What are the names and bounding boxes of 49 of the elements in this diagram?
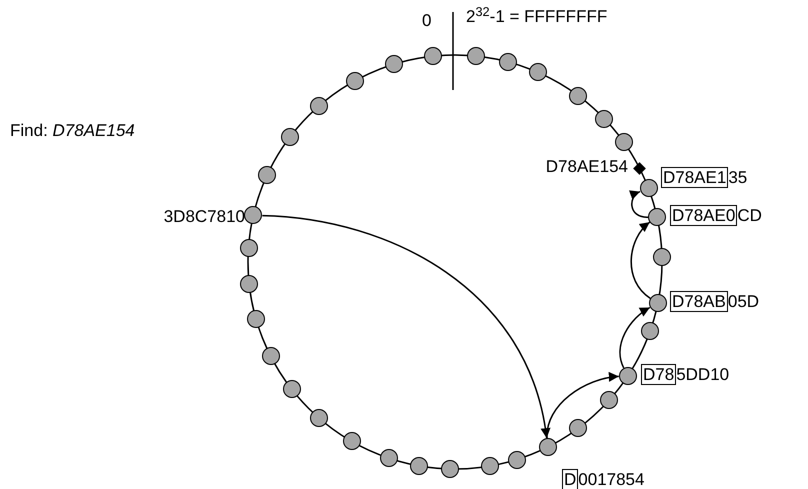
ring-node <box>529 63 548 82</box>
ring-node <box>499 52 518 71</box>
ring-node <box>262 346 280 365</box>
ring-node <box>648 208 666 226</box>
ring-node <box>569 86 588 105</box>
ring-node <box>244 206 262 224</box>
arrow <box>619 306 650 368</box>
node-label: D78AB05D <box>670 292 760 312</box>
ring-node <box>240 274 258 293</box>
ring-node <box>569 419 588 438</box>
ring-node <box>640 179 658 198</box>
ring-node <box>641 322 659 340</box>
arrow <box>628 190 648 218</box>
ring-node <box>595 110 614 128</box>
node-label: D78AE0CD <box>670 206 762 226</box>
node-label: D0017854 <box>562 470 644 489</box>
ring-node <box>652 248 671 266</box>
ring-node <box>240 238 258 257</box>
ring-node <box>538 438 557 456</box>
axis-label: 2$^{32}$-1 = FFFFFFFF <box>466 6 608 28</box>
search-note: Find: D78AE154 <box>10 120 135 142</box>
arrow <box>546 372 619 438</box>
ring-node <box>466 47 485 66</box>
node-label: D785DD10 <box>641 365 730 385</box>
ring-node <box>600 391 618 410</box>
ring-node <box>282 380 301 398</box>
ring-node <box>480 457 499 476</box>
ring-node <box>310 96 328 115</box>
ring-node <box>440 460 459 478</box>
ring-node <box>247 310 266 328</box>
ring-node <box>342 432 360 450</box>
ring-node <box>280 128 299 146</box>
ring-node <box>346 72 364 90</box>
ring-node <box>618 366 637 385</box>
ring-node <box>310 409 328 428</box>
ring-node <box>424 47 442 66</box>
node-label: D78AE154 <box>546 157 628 177</box>
ring-node <box>385 55 404 74</box>
node-label: D78AE135 <box>661 168 748 188</box>
ring-node <box>380 449 398 468</box>
ring-node <box>508 450 526 469</box>
axis-label: 0 <box>422 10 432 32</box>
ring-node <box>258 166 276 184</box>
ring-node <box>614 133 633 152</box>
ring-node <box>648 294 667 312</box>
ring-node <box>410 456 428 475</box>
arrow <box>630 222 651 299</box>
arrow <box>262 214 550 438</box>
node-label: 3D8C7810 <box>164 207 245 227</box>
